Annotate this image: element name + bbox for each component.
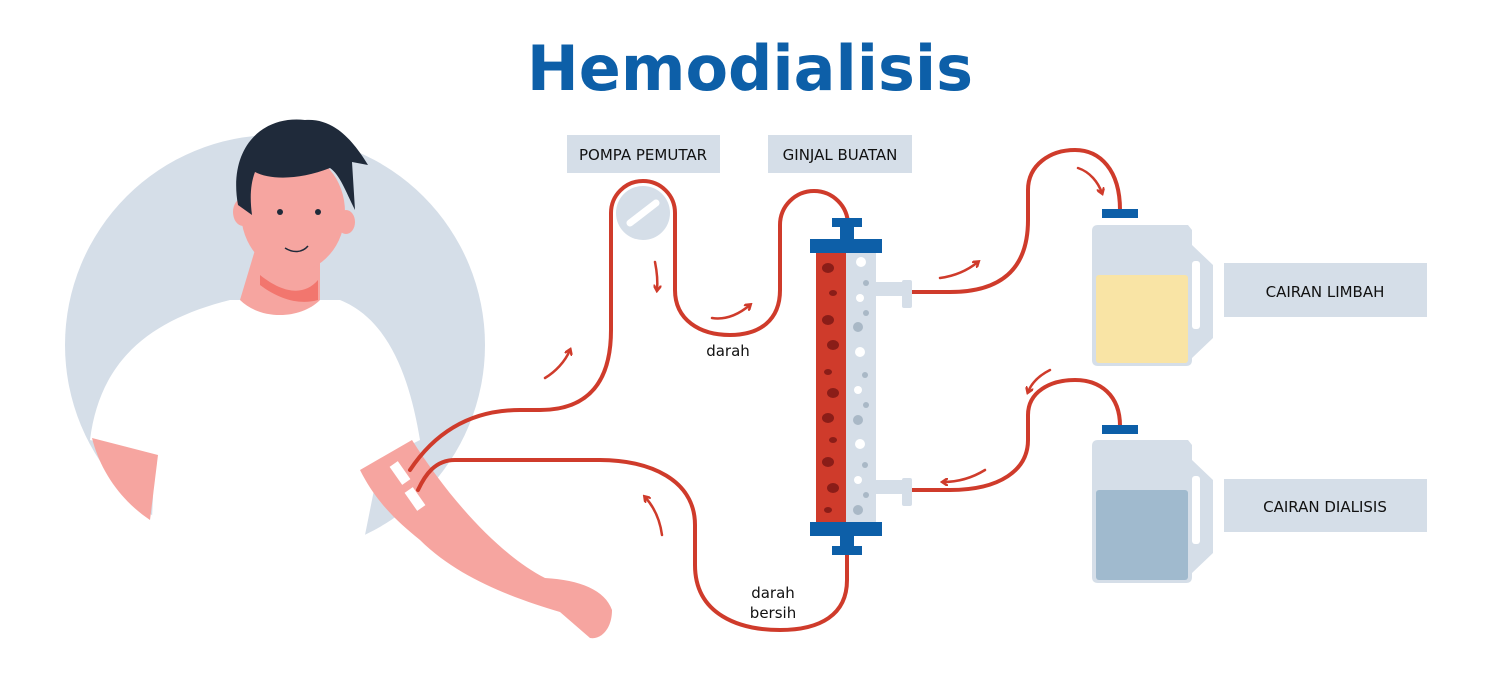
filter-particle bbox=[862, 462, 868, 468]
blood-cell bbox=[829, 437, 837, 443]
tube-waste bbox=[910, 147, 1122, 294]
svg-text:CAIRAN LIMBAH: CAIRAN LIMBAH bbox=[1266, 283, 1385, 301]
waste-fluid-level bbox=[1096, 275, 1188, 363]
needle-tape-1 bbox=[389, 461, 411, 485]
tube-dialysate bbox=[910, 377, 1122, 492]
rotary-pump bbox=[616, 186, 670, 240]
clean-blood-label-line1: darah bbox=[751, 584, 795, 602]
flow-arrows bbox=[543, 166, 1102, 537]
label-dialyzer: GINJAL BUATAN bbox=[768, 135, 912, 173]
blood-cell bbox=[824, 369, 832, 375]
filter-particle bbox=[856, 294, 864, 302]
patient-illustration bbox=[65, 119, 612, 639]
arrow-icon bbox=[1028, 368, 1052, 392]
blood-cell bbox=[829, 290, 837, 296]
blood-cell bbox=[822, 457, 834, 467]
svg-text:CAIRAN DIALISIS: CAIRAN DIALISIS bbox=[1263, 498, 1387, 516]
filter-particle bbox=[853, 322, 863, 332]
waste-bottle bbox=[1092, 209, 1213, 366]
filter-particle bbox=[854, 386, 862, 394]
arrow-icon bbox=[1076, 166, 1102, 193]
left-arm bbox=[92, 438, 158, 520]
blood-cell bbox=[827, 340, 839, 350]
filter-particle bbox=[855, 439, 865, 449]
dialyzer bbox=[810, 218, 912, 555]
head bbox=[241, 152, 345, 272]
tube-arterial bbox=[408, 179, 850, 472]
svg-text:POMPA PEMUTAR: POMPA PEMUTAR bbox=[579, 146, 707, 164]
filter-particle bbox=[853, 505, 863, 515]
tube-venous bbox=[416, 458, 849, 633]
filter-particle bbox=[863, 492, 869, 498]
filter-particle bbox=[855, 347, 865, 357]
filter-particle bbox=[853, 415, 863, 425]
blood-cell bbox=[824, 507, 832, 513]
filter-particle bbox=[863, 310, 869, 316]
filter-particle bbox=[863, 280, 869, 286]
page-title: Hemodialisis bbox=[527, 32, 973, 105]
right-arm bbox=[360, 440, 612, 639]
shirt bbox=[90, 300, 420, 560]
clean-blood-label-line2: bersih bbox=[750, 604, 796, 622]
blood-cell bbox=[822, 315, 834, 325]
arrow-icon bbox=[543, 350, 570, 380]
dialysate-fluid-level bbox=[1096, 490, 1188, 580]
arrow-icon bbox=[655, 260, 657, 290]
svg-text:GINJAL BUATAN: GINJAL BUATAN bbox=[783, 146, 898, 164]
needle-tape-2 bbox=[404, 487, 426, 511]
hair bbox=[236, 119, 368, 215]
arrow-icon bbox=[943, 468, 987, 482]
blood-label: darah bbox=[706, 342, 750, 360]
arrow-icon bbox=[938, 262, 978, 280]
label-dialysate: CAIRAN DIALISIS bbox=[1224, 479, 1427, 532]
filter-particle bbox=[854, 476, 862, 484]
blood-cell bbox=[822, 413, 834, 423]
blood-cell bbox=[822, 263, 834, 273]
dialysate-bottle bbox=[1092, 425, 1213, 583]
blood-cell bbox=[827, 483, 839, 493]
filter-particle bbox=[856, 257, 866, 267]
filter-particle bbox=[862, 372, 868, 378]
arrow-icon bbox=[645, 497, 664, 537]
filter-particle bbox=[863, 402, 869, 408]
arrow-icon bbox=[710, 305, 750, 320]
blood-cell bbox=[827, 388, 839, 398]
label-pump: POMPA PEMUTAR bbox=[567, 135, 720, 173]
label-waste: CAIRAN LIMBAH bbox=[1224, 263, 1427, 317]
